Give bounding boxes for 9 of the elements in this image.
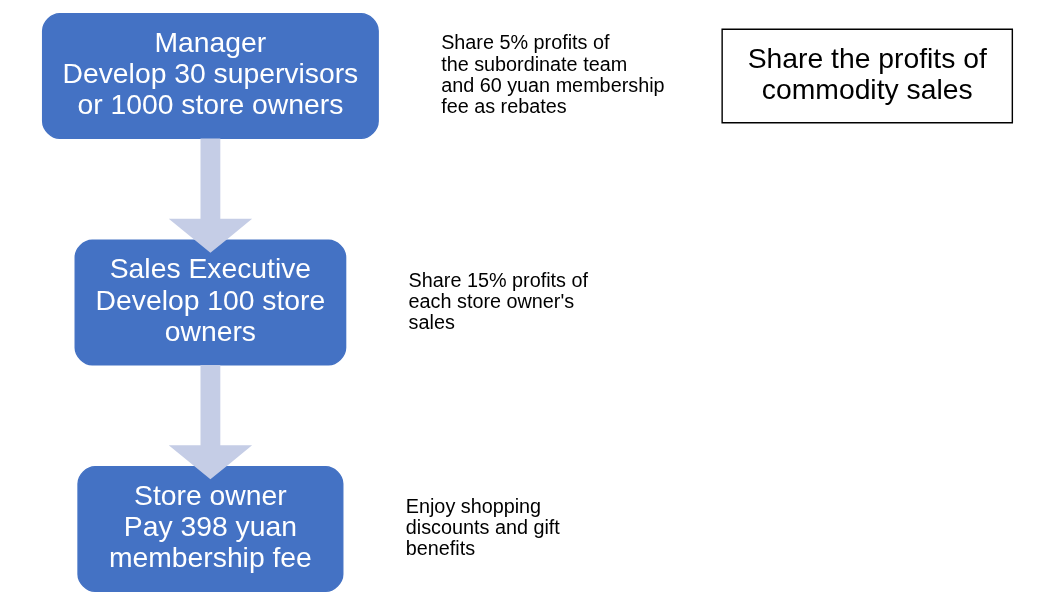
node-box: Sales Executive Develop 100 store owners: [74, 239, 346, 366]
node-label: Share 15% profits of each store owner's sales: [408, 268, 588, 333]
arrow: [168, 365, 252, 480]
arrow: [168, 138, 252, 253]
node-box: Manager Develop 30 supervisors or 1000 store owners: [41, 13, 379, 139]
node-label: Enjoy shopping discounts and gift benefits: [405, 495, 560, 560]
node-label: Share 5% profits of the subordinate team and 60 yuan membership fee as rebates: [440, 31, 665, 118]
node-box: Store owner Pay 398 yuan membership fee: [76, 466, 343, 592]
node-box: Share the profits of commodity sales: [720, 28, 1013, 124]
